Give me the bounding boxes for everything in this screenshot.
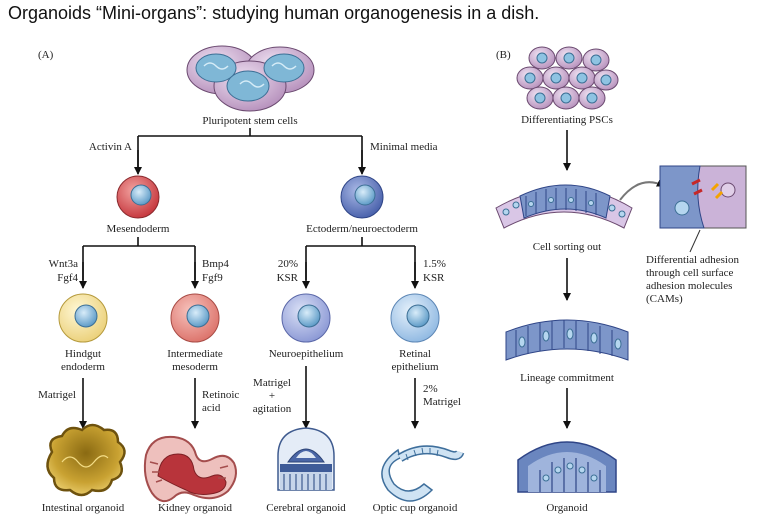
- minimal-media-label: Minimal media: [370, 141, 438, 153]
- matrigel2-label: Matrigel: [423, 396, 461, 408]
- retinal-epithelium-cell: [390, 293, 440, 343]
- adhesion-line2: through cell surface: [646, 267, 733, 279]
- bmp4-label: Bmp4: [202, 258, 229, 270]
- panel-a-label: (A): [38, 49, 54, 61]
- optic-cup-organoid-illustration: [381, 445, 465, 502]
- matrigel-label: Matrigel: [38, 389, 76, 401]
- ksr20-percent-label: 20%: [278, 258, 298, 270]
- matrigel2-percent-label: 2%: [423, 383, 438, 395]
- hindgut-label: Hindgut: [65, 348, 101, 360]
- intestinal-organoid-illustration: [46, 423, 126, 497]
- cerebral-organoid-label: Cerebral organoid: [266, 502, 346, 514]
- intermediate-mesoderm-cell: [170, 293, 220, 343]
- kidney-organoid-label: Kidney organoid: [158, 502, 233, 514]
- mesoderm-label: mesoderm: [172, 361, 218, 373]
- wnt3a-label: Wnt3a: [49, 258, 78, 270]
- cam-inset-illustration: [659, 165, 747, 253]
- neuroepithelium-cell: [281, 293, 331, 343]
- activin-a-label: Activin A: [89, 141, 132, 153]
- page-title: Organoids “Mini-organs”: studying human …: [8, 3, 540, 23]
- acid-label: acid: [202, 402, 221, 414]
- mesendoderm-cell: [116, 175, 160, 219]
- fgf9-label: Fgf9: [202, 272, 223, 284]
- ectoderm-label: Ectoderm/neuroectoderm: [306, 223, 418, 235]
- matrigel-agitation-line1: Matrigel: [253, 377, 291, 389]
- lineage-commitment-illustration: [505, 319, 629, 361]
- ksr15-percent-label: 1.5%: [423, 258, 446, 270]
- cell-sorting-illustration: [495, 179, 665, 229]
- kidney-organoid-illustration: [143, 435, 237, 503]
- intermediate-label: Intermediate: [167, 348, 223, 360]
- matrigel-agitation-line2: +: [269, 390, 275, 402]
- adhesion-line3: adhesion molecules: [646, 280, 732, 292]
- endoderm-label: endoderm: [61, 361, 105, 373]
- cell-sorting-label: Cell sorting out: [533, 241, 601, 253]
- adhesion-line1: Differential adhesion: [646, 254, 739, 266]
- differentiating-pscs-illustration: [516, 46, 619, 110]
- organoid-label: Organoid: [546, 502, 588, 514]
- adhesion-line4: (CAMs): [646, 293, 683, 305]
- differentiating-pscs-label: Differentiating PSCs: [521, 114, 613, 126]
- panel-b-label: (B): [496, 49, 511, 61]
- fgf4-label: Fgf4: [57, 272, 78, 284]
- optic-cup-organoid-label: Optic cup organoid: [373, 502, 458, 514]
- retinal-label: Retinal: [399, 348, 431, 360]
- pluripotent-label: Pluripotent stem cells: [202, 115, 297, 127]
- pluripotent-stem-cells-illustration: [186, 45, 315, 112]
- matrigel-agitation-line3: agitation: [253, 403, 292, 415]
- cerebral-organoid-illustration: [277, 427, 335, 491]
- organoid-illustration: [517, 441, 617, 493]
- neuroepithelium-label: Neuroepithelium: [269, 348, 344, 360]
- lineage-commitment-label: Lineage commitment: [520, 372, 614, 384]
- mesendoderm-label: Mesendoderm: [107, 223, 170, 235]
- retinoic-label: Retinoic: [202, 389, 239, 401]
- ksr20-ksr-label: KSR: [277, 272, 299, 284]
- ectoderm-cell: [340, 175, 384, 219]
- hindgut-endoderm-cell: [58, 293, 108, 343]
- epithelium-label: epithelium: [391, 361, 438, 373]
- ksr15-ksr-label: KSR: [423, 272, 445, 284]
- intestinal-organoid-label: Intestinal organoid: [42, 502, 125, 514]
